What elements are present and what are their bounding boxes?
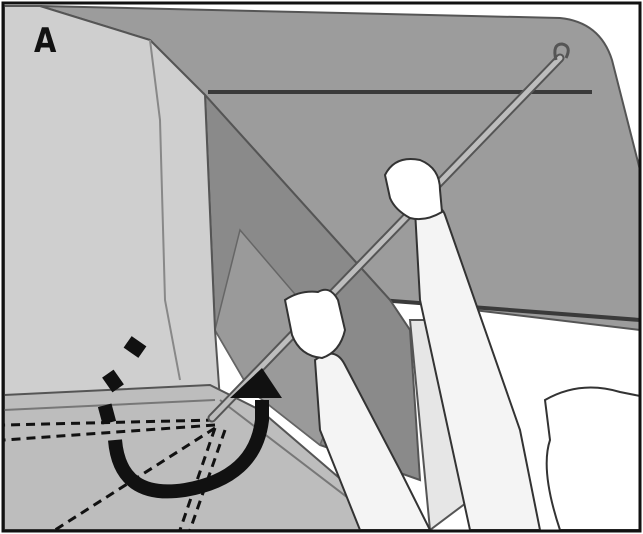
person-head: [545, 388, 640, 531]
step-label: A: [34, 24, 56, 58]
